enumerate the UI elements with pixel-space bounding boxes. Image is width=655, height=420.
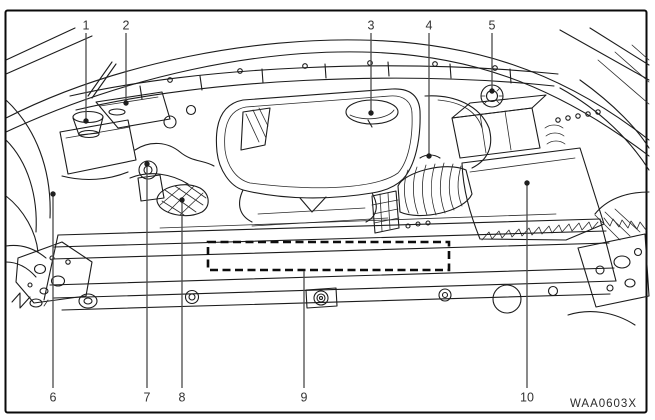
callout-label: 2 (123, 19, 130, 33)
callout-label: 5 (489, 19, 496, 33)
callout-7: 7 (144, 161, 151, 405)
callout-dot (83, 118, 89, 124)
callout-dot (489, 88, 495, 94)
callout-2: 2 (123, 19, 130, 106)
fuse-box-lid (95, 91, 171, 129)
mesh-component (156, 183, 209, 217)
right-fender (559, 44, 650, 241)
callout-1: 1 (83, 19, 90, 124)
callout-8: 8 (179, 197, 186, 405)
left-bracket (5, 241, 93, 309)
callout-label: 8 (179, 391, 186, 405)
callout-dot (123, 100, 129, 106)
callout-9: 9 (301, 271, 308, 405)
callout-dot (50, 191, 56, 197)
oil-filler-cap (345, 99, 399, 125)
left-fender (5, 99, 51, 253)
callout-10: 10 (520, 180, 534, 405)
callout-label: 4 (426, 19, 433, 33)
callout-4: 4 (426, 19, 433, 159)
air-cleaner-box (461, 147, 605, 241)
callout-label: 1 (83, 19, 90, 33)
air-intake-duct (371, 154, 473, 234)
callout-label: 10 (520, 391, 534, 405)
hood-and-cowl (5, 27, 650, 157)
battery (451, 84, 601, 159)
callout-label: 7 (144, 391, 151, 405)
right-bracket (567, 233, 650, 326)
figure-border (4, 9, 648, 414)
intake-hose (424, 95, 492, 169)
callout-dot (179, 197, 185, 203)
dashed-outline-box (206, 240, 451, 272)
engine-cover (215, 88, 421, 227)
callout-label: 6 (50, 391, 57, 405)
radiator-support (43, 213, 617, 311)
fuse-box (59, 119, 137, 175)
callout-label: 3 (368, 19, 375, 33)
bumper-bolts (78, 284, 559, 314)
callout-dot (144, 161, 150, 167)
reservoir-cap (138, 160, 158, 180)
figure-code: WAA0603X (570, 398, 637, 410)
callout-label: 9 (301, 391, 308, 405)
callout-6: 6 (50, 191, 57, 405)
engine-compartment-illustration (5, 27, 650, 326)
left-components (59, 91, 215, 202)
callout-5: 5 (489, 19, 496, 94)
callout-dot (368, 110, 374, 116)
callouts-layer: 1 2 3 4 5 6 7 8 9 10 (50, 19, 534, 405)
callout-dot (524, 180, 530, 186)
callout-dot (426, 153, 432, 159)
callout-3: 3 (368, 19, 375, 116)
